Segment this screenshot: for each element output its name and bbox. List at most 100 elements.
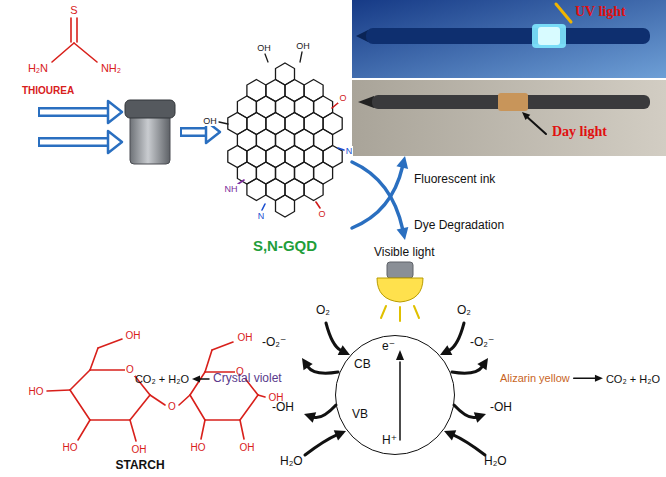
bond: [47, 390, 70, 391]
pen-body: [366, 28, 650, 44]
degradation-arrow: [199, 378, 209, 380]
compound-name: STARCH: [115, 459, 164, 473]
species-label: H₂O: [280, 455, 303, 469]
reaction-arrow: [452, 366, 482, 373]
product-label: CO₂ + H₂O: [606, 373, 660, 386]
bond: [98, 339, 122, 348]
degradation-head: [595, 375, 603, 382]
application-arrow-head: [397, 227, 409, 240]
dye-name: Crystal violet: [213, 372, 282, 386]
reaction-arrow-head: [302, 358, 313, 370]
bond: [78, 420, 90, 440]
ring-bond: [205, 419, 240, 421]
bulb-glass: [377, 278, 423, 302]
leader-line: [526, 116, 546, 134]
atom-label: OH: [239, 442, 256, 454]
bond: [240, 420, 244, 439]
bond: [150, 395, 165, 405]
degradation-head: [192, 375, 200, 382]
bond: [332, 103, 338, 108]
node-text: e⁻: [382, 340, 395, 354]
ring-bond: [90, 369, 130, 371]
atom-label: OH: [256, 43, 272, 53]
light-ray: [399, 307, 401, 321]
atom-label: OH: [202, 116, 218, 126]
feed-arrow-head: [108, 131, 122, 153]
ring-bond: [70, 390, 90, 420]
leader-head: [522, 112, 530, 120]
ring-bond: [190, 395, 205, 420]
node-text: Day light: [552, 124, 607, 140]
bond: [338, 148, 344, 150]
application-arrow: [352, 167, 403, 228]
double-bond: [76, 18, 78, 42]
autoclave-cap: [125, 100, 175, 118]
atom-label: O: [317, 209, 326, 219]
species-label: O₂: [316, 304, 330, 318]
reaction-arrow-head: [440, 345, 452, 355]
application-arrow: [352, 162, 403, 229]
photo-panel: Day light: [352, 80, 666, 156]
atom-label: NH₂: [101, 62, 121, 75]
bond: [179, 395, 190, 405]
fluorescent-band: [532, 24, 566, 48]
graphene-ring: [247, 179, 266, 201]
fluorescent-glow: [538, 27, 560, 45]
bond: [201, 420, 205, 439]
node-text: VB: [352, 408, 368, 422]
photo-panel: UV light: [352, 0, 666, 78]
atom-label: O: [167, 401, 177, 413]
uv-photo: [352, 0, 666, 78]
atom-label: N: [345, 146, 354, 156]
autoclave-body: [130, 114, 170, 164]
band-gap-circle: e⁻CBVBH⁺: [335, 335, 455, 455]
feed-arrow-head: [108, 101, 122, 123]
bond: [74, 43, 97, 62]
reaction-arrow: [313, 405, 336, 418]
ink-band: [498, 93, 528, 111]
reaction-arrow: [305, 435, 337, 455]
bond: [52, 43, 74, 62]
reaction-arrow-head: [474, 412, 486, 422]
species-label: -OH: [490, 401, 512, 415]
degradation-arrow: [574, 378, 596, 380]
node-text: UV light: [575, 4, 626, 20]
light-ray: [414, 306, 419, 318]
ring-bond: [130, 395, 150, 420]
atom-label: NH: [224, 184, 239, 194]
reaction-arrow-head: [334, 430, 346, 440]
bond: [205, 350, 212, 372]
reaction-arrow: [449, 323, 464, 351]
ring-bond: [90, 419, 130, 421]
ring-bond: [70, 370, 90, 390]
bond: [316, 202, 320, 208]
reaction-arrow-head: [304, 412, 316, 422]
atom-label: OH: [125, 330, 142, 342]
bond: [238, 180, 244, 184]
pen-nib: [358, 96, 374, 108]
application-arrow-head: [396, 156, 408, 169]
bond: [90, 348, 98, 370]
reaction-arrow-head: [477, 358, 488, 370]
light-ray: [381, 306, 386, 318]
reaction-arrow: [453, 435, 485, 455]
atom-label: OH: [295, 41, 311, 51]
excitation-line: [399, 362, 401, 440]
reaction-arrow-head: [444, 430, 456, 440]
reaction-arrow-head: [338, 345, 350, 355]
bond: [262, 204, 265, 210]
bond: [300, 52, 302, 62]
species-label: O₂: [457, 304, 471, 318]
feed-arrow-inner: [40, 140, 112, 145]
graphene-ring: [276, 195, 295, 217]
application-label: Dye Degradation: [414, 219, 504, 233]
species-label: H₂O: [484, 455, 507, 469]
species-label: -O₂⁻: [262, 336, 286, 350]
atom-label: O: [125, 364, 135, 376]
atom-label: O: [338, 93, 347, 103]
product-label: CO₂ + H₂O: [135, 373, 189, 386]
atom-label: HO: [28, 386, 45, 398]
bond: [130, 420, 136, 441]
